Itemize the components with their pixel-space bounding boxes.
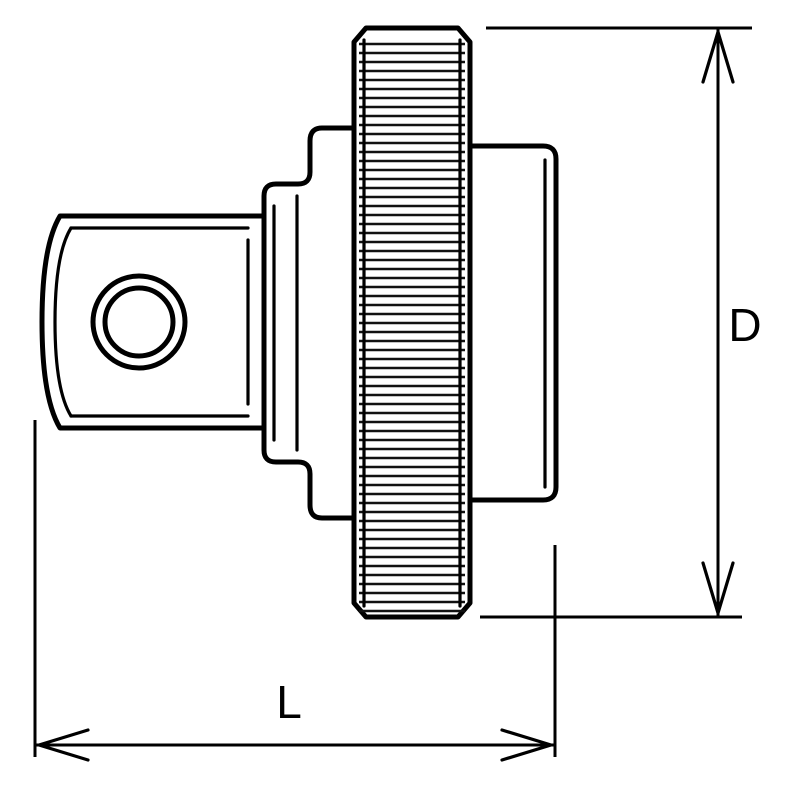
dimension-D-label: D <box>728 299 761 351</box>
dimension-D: D <box>480 26 762 619</box>
dimension-L: L <box>33 420 557 762</box>
shoulder-right <box>463 143 559 503</box>
dimension-D-arrow-bottom <box>701 561 735 615</box>
part-geometry <box>39 25 559 620</box>
dimension-L-arrow-right <box>500 728 553 762</box>
detent-ball-hole-inner <box>102 285 176 359</box>
square-drive-chamfer-left <box>53 226 73 418</box>
stepped-shoulder-outer <box>261 125 361 521</box>
knurl-pattern <box>359 42 465 613</box>
dimension-D-arrow-top <box>701 30 735 84</box>
dimension-L-arrow-left <box>37 728 90 762</box>
dimension-L-label: L <box>276 676 302 728</box>
